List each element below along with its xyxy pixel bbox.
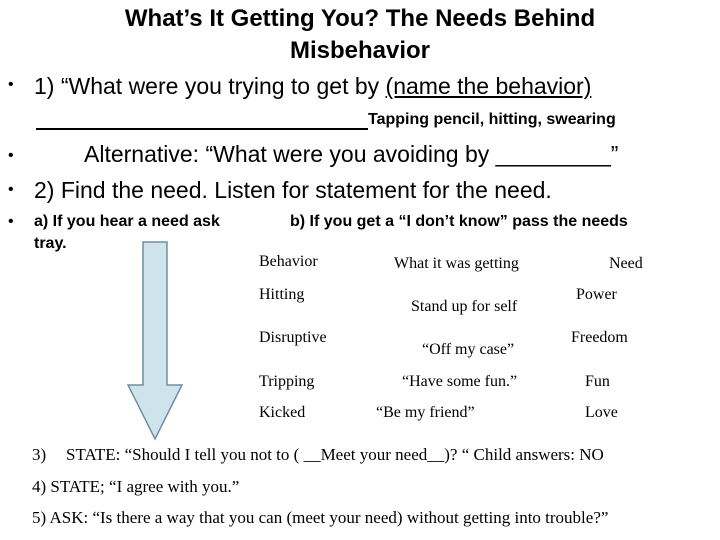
bullet-1-text: 1) “What were you trying to get by xyxy=(34,73,386,99)
cell-getting-3: “Have some fun.” xyxy=(402,373,518,390)
bullet-1-underlined: (name the behavior) xyxy=(385,73,592,99)
bullet-4a-line-2: tray. xyxy=(34,235,67,252)
cell-behavior-3: Tripping xyxy=(259,373,315,390)
bullet-2: Alternative: “What were you avoiding by … xyxy=(84,141,619,167)
cell-need-3: Fun xyxy=(585,373,610,390)
bullet-3: 2) Find the need. Listen for statement f… xyxy=(34,177,552,203)
bullet-1: 1) “What were you trying to get by (name… xyxy=(34,73,591,100)
cell-getting-2: “Off my case” xyxy=(422,341,515,358)
cell-getting-1: Stand up for self xyxy=(411,298,518,315)
step-3-number: 3) xyxy=(32,445,47,464)
bullet-4a-line-1: a) If you hear a need ask xyxy=(34,213,220,230)
cell-behavior-2: Disruptive xyxy=(259,329,327,346)
down-arrow-icon xyxy=(126,241,184,441)
bullet-dot: • xyxy=(8,213,14,230)
header-need: Need xyxy=(609,255,643,272)
header-what-it-was-getting: What it was getting xyxy=(394,255,519,272)
cell-need-2: Freedom xyxy=(571,329,628,346)
cell-behavior-4: Kicked xyxy=(259,404,306,421)
cell-getting-4: “Be my friend” xyxy=(376,404,475,421)
title-line-1: What’s It Getting You? The Needs Behind xyxy=(124,5,596,32)
step-5: 5) ASK: “Is there a way that you can (me… xyxy=(32,508,609,527)
bullet-4b: b) If you get a “I don’t know” pass the … xyxy=(290,213,628,230)
step-3: STATE: “Should I tell you not to ( __Mee… xyxy=(66,445,604,464)
behavior-examples: Tapping pencil, hitting, swearing xyxy=(368,111,616,128)
cell-need-1: Power xyxy=(576,286,617,303)
header-behavior: Behavior xyxy=(259,253,318,270)
step-4: 4) STATE; “I agree with you.” xyxy=(32,477,240,496)
blank-line xyxy=(36,128,368,130)
cell-need-4: Love xyxy=(585,404,618,421)
bullet-dot: • xyxy=(8,147,14,164)
cell-behavior-1: Hitting xyxy=(259,286,305,303)
bullet-dot: • xyxy=(8,181,14,198)
title-line-2: Misbehavior xyxy=(289,37,431,64)
bullet-dot: • xyxy=(8,76,14,93)
